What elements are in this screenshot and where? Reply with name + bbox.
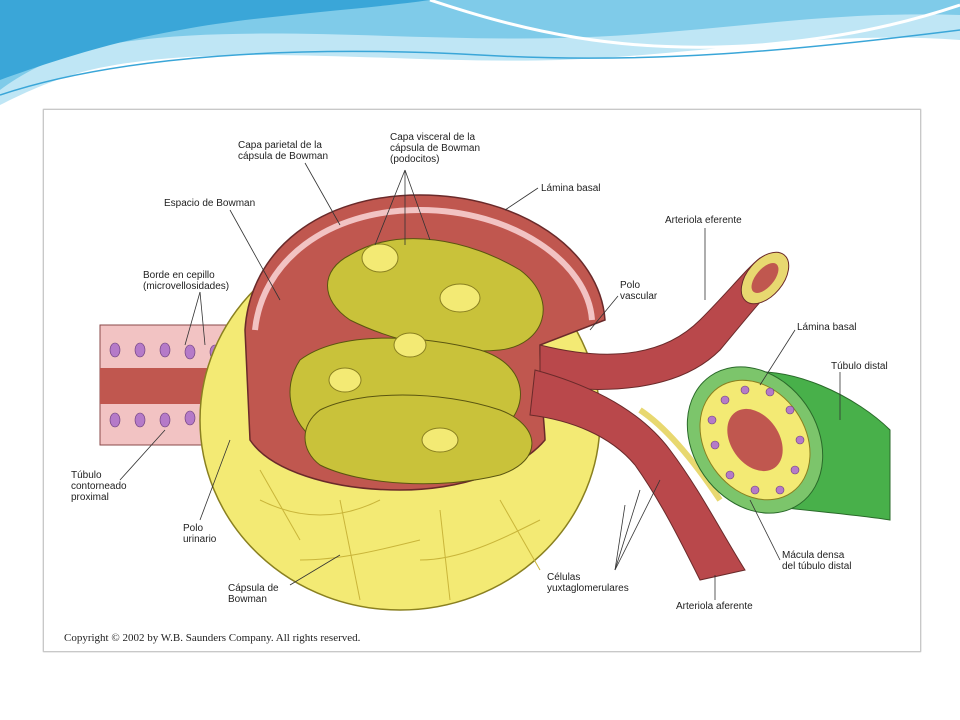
label-capa-parietal: Capa parietal de la cápsula de Bowman [238,140,329,162]
copyright-notice: Copyright © 2002 by W.B. Saunders Compan… [64,632,361,644]
leader-lines [119,162,841,600]
label-capsula-bowman: Cápsula de Bowman [228,583,279,605]
label-macula-densa: Mácula densa del túbulo distal [782,550,852,572]
label-lamina-basal-right: Lámina basal [797,322,857,333]
distal-tubule [686,366,891,521]
label-polo-urinario: Polo urinario [183,523,217,545]
label-lamina-basal-top: Lámina basal [541,183,601,194]
label-tubulo-distal: Túbulo distal [831,361,888,372]
afferent-arteriole [529,369,746,581]
label-espacio-bowman: Espacio de Bowman [164,198,256,209]
glomerulus [289,238,544,485]
label-celulas-yuxtaglomerulares: Células yuxtaglomerulares [547,572,629,594]
efferent-arteriole [539,251,790,390]
header-swoosh [0,0,960,105]
label-arteriola-eferente: Arteriola eferente [665,215,742,226]
label-capa-visceral: Capa visceral de la cápsula de Bowman (p… [390,132,481,165]
label-polo-vascular: Polo vascular [620,280,658,302]
label-borde-cepillo: Borde en cepillo (microvellosidades) [143,270,230,292]
label-tubulo-proximal: Túbulo contorneado proximal [71,470,127,503]
label-arteriola-aferente: Arteriola aferente [676,601,753,612]
